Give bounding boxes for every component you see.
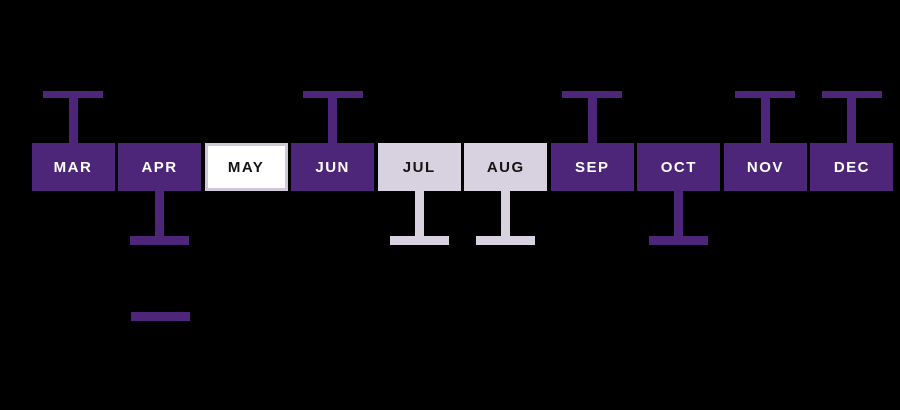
month-label: NOV	[746, 158, 784, 176]
marker-stem	[501, 191, 511, 236]
month-label: MAR	[53, 158, 93, 176]
marker-crossbar	[43, 91, 103, 98]
month-label: SEP	[575, 158, 610, 176]
marker-crossbar	[649, 236, 709, 245]
month-box: OCT	[637, 143, 721, 191]
month-cell-nov: NOV	[723, 0, 807, 410]
month-label: APR	[141, 158, 178, 176]
marker-crossbar	[476, 236, 536, 245]
month-box: AUG	[464, 143, 548, 191]
marker-stem	[674, 191, 684, 236]
marker-crossbar	[302, 91, 363, 98]
marker-stem	[328, 98, 338, 143]
marker-stem	[847, 98, 857, 143]
month-box: MAY	[204, 143, 288, 191]
month-box: APR	[118, 143, 202, 191]
month-cell-oct: OCT	[637, 0, 721, 410]
marker-crossbar	[735, 91, 796, 98]
month-cell-jul: JUL	[377, 0, 461, 410]
month-cell-aug: AUG	[464, 0, 548, 410]
legend-dash-swatch	[131, 312, 190, 321]
month-label: MAY	[227, 158, 265, 176]
month-cell-may: MAY	[204, 0, 288, 410]
month-cell-sep: SEP	[550, 0, 634, 410]
marker-stem	[587, 98, 597, 143]
month-cell-dec: DEC	[810, 0, 894, 410]
month-label: AUG	[486, 158, 525, 176]
marker-stem	[414, 191, 424, 236]
month-label: OCT	[660, 158, 697, 176]
marker-crossbar	[130, 236, 190, 245]
month-box: JUN	[291, 143, 375, 191]
month-box: SEP	[550, 143, 634, 191]
marker-stem	[760, 98, 770, 143]
month-box: DEC	[810, 143, 894, 191]
marker-crossbar	[389, 236, 449, 245]
month-box: NOV	[723, 143, 807, 191]
marker-stem	[155, 191, 165, 236]
month-label: DEC	[833, 158, 871, 176]
month-cell-mar: MAR	[31, 0, 115, 410]
month-box: MAR	[31, 143, 115, 191]
month-cell-apr: APR	[118, 0, 202, 410]
month-label: JUL	[402, 158, 436, 176]
marker-crossbar	[821, 91, 882, 98]
month-label: JUN	[315, 158, 350, 176]
marker-stem	[68, 98, 78, 143]
marker-crossbar	[562, 91, 623, 98]
month-cell-jun: JUN	[291, 0, 375, 410]
month-box: JUL	[377, 143, 461, 191]
